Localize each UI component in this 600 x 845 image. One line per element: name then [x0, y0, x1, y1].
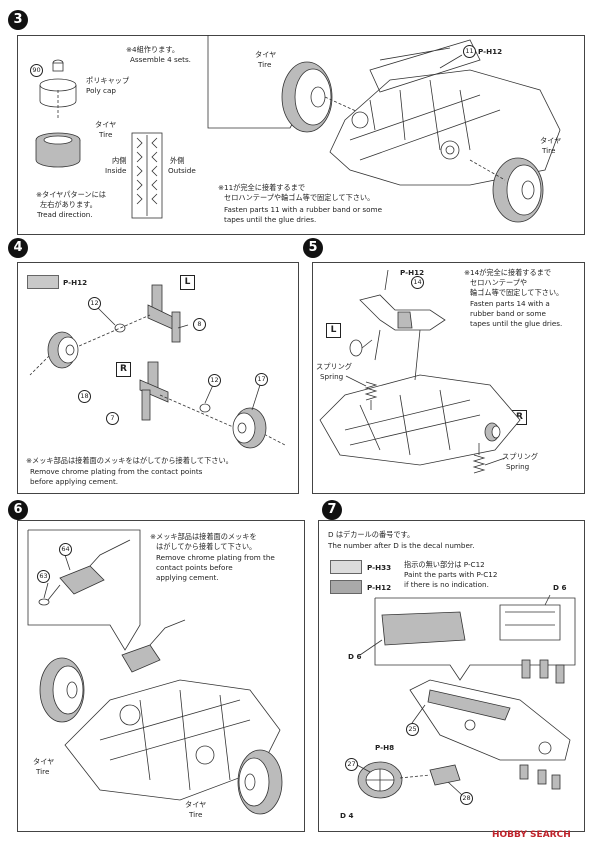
decal-6-label-lower: D 6	[348, 652, 362, 661]
fasten-note-en-1: Fasten parts 11 with a rubber band or so…	[224, 205, 382, 214]
spring-label-jp-1: スプリング	[316, 362, 352, 371]
chrome-note-jp-2-step6: はがしてから接着して下さい。	[156, 542, 257, 551]
tire-left-label-en: Tire	[258, 60, 272, 69]
fasten-note-en-1-step5: Fasten parts 14 with a	[470, 299, 550, 308]
part-17-callout: 17	[255, 373, 268, 386]
tire-label-en-step6-left: Tire	[36, 767, 50, 776]
hobby-search-watermark: HOBBY SEARCH	[492, 830, 571, 840]
spring-label-en-2: Spring	[506, 462, 530, 471]
paint-swatch-h33	[330, 560, 362, 574]
chrome-note-en-1-step4: Remove chrome plating from the contact p…	[30, 467, 203, 476]
fasten-note-jp-2: セロハンテープや輪ゴム等で固定して下さい。	[224, 193, 375, 202]
fasten-note-en-3-step5: tapes until the glue dries.	[470, 319, 563, 328]
chrome-note-en-2-step4: before applying cement.	[30, 477, 119, 486]
decal-note-jp: D はデカールの番号です。	[328, 530, 415, 539]
part-28-callout: 28	[460, 792, 473, 805]
part-27-callout: 27	[345, 758, 358, 771]
chrome-note-jp-step4: ※メッキ部品は接着面のメッキをはがしてから接着して下さい。	[26, 456, 233, 465]
tread-note-jp-2: 左右があります。	[40, 200, 97, 209]
step-number-3: 3	[8, 10, 28, 30]
assemble-sets-jp: ※4組作ります。	[126, 45, 180, 54]
part-25-callout: 25	[406, 723, 419, 736]
fasten-note-jp-3-step5: 輪ゴム等で固定して下さい。	[470, 288, 564, 297]
part-12-callout-lower: 12	[208, 374, 221, 387]
tread-note-jp-1: ※タイヤパターンには	[36, 190, 106, 199]
part-90-callout: 90	[30, 64, 43, 77]
spring-label-jp-2: スプリング	[502, 452, 538, 461]
default-paint-note-jp: 指示の無い部分は P-C12	[404, 560, 485, 569]
fasten-note-jp-2-step5: セロハンテープや	[470, 278, 528, 287]
right-side-badge-step4: R	[116, 362, 131, 377]
paint-code-h33: P-H33	[367, 563, 392, 572]
paint-swatch-h12	[330, 580, 362, 594]
inside-label-jp: 内側	[112, 156, 127, 165]
tire-left-label-jp: タイヤ	[255, 50, 277, 59]
chrome-note-en-1-step6: Remove chrome plating from the	[156, 553, 275, 562]
default-paint-note-en-1: Paint the parts with P-C12	[404, 570, 498, 579]
part-63-callout: 63	[37, 570, 50, 583]
part-18-callout: 18	[78, 390, 91, 403]
tire-right-label-en: Tire	[542, 146, 556, 155]
chrome-note-en-2-step6: contact points before	[156, 563, 233, 572]
decal-4-label: D 4	[340, 811, 354, 820]
part-7-callout: 7	[106, 412, 119, 425]
fasten-note-jp-1: ※11が完全に接着するまで	[218, 183, 306, 192]
default-paint-note-en-2: if there is no indication.	[404, 580, 489, 589]
part-11-callout: 11	[463, 45, 476, 58]
tire-label-jp-step6-right: タイヤ	[185, 800, 207, 809]
chrome-note-en-3-step6: applying cement.	[156, 573, 219, 582]
assemble-sets-en: Assemble 4 sets.	[130, 55, 191, 64]
part-14-callout: 14	[411, 276, 424, 289]
part-12-callout-upper: 12	[88, 297, 101, 310]
paint-swatch-step4	[27, 275, 59, 289]
decal-6-label-upper: D 6	[553, 583, 567, 592]
fasten-note-en-2-step5: rubber band or some	[470, 309, 546, 318]
step-number-4: 4	[8, 238, 28, 258]
step-number-5: 5	[303, 238, 323, 258]
left-side-badge-step5: L	[326, 323, 341, 338]
left-side-badge-step4: L	[180, 275, 195, 290]
watermark-text: HOBBY SEARCH	[492, 830, 571, 840]
polycap-label-jp: ポリキャップ	[86, 76, 130, 85]
outside-label-jp: 外側	[170, 156, 185, 165]
tire-label-jp-step6-left: タイヤ	[33, 757, 55, 766]
step-number-6: 6	[8, 500, 28, 520]
outside-label-en: Outside	[168, 166, 196, 175]
spring-label-en-1: Spring	[320, 372, 344, 381]
paint-code-step4: P-H12	[63, 278, 88, 287]
tread-note-en: Tread direction.	[37, 210, 93, 219]
polycap-label-en: Poly cap	[86, 86, 116, 95]
inside-label-en: Inside	[105, 166, 127, 175]
paint-code-step3: P-H12	[478, 47, 503, 56]
tire-label-en-step6-right: Tire	[189, 810, 203, 819]
tire-right-label-jp: タイヤ	[540, 136, 562, 145]
part-64-callout: 64	[59, 543, 72, 556]
chrome-note-jp-1-step6: ※メッキ部品は接着面のメッキを	[150, 532, 257, 541]
tire-label-en: Tire	[99, 130, 113, 139]
tire-label-jp: タイヤ	[95, 120, 117, 129]
paint-code-step5: P-H12	[400, 268, 425, 277]
fasten-note-jp-1-step5: ※14が完全に接着するまで	[464, 268, 552, 277]
fasten-note-en-2: tapes until the glue dries.	[224, 215, 317, 224]
decal-note-en: The number after D is the decal number.	[328, 541, 475, 550]
paint-code-h12: P-H12	[367, 583, 392, 592]
part-8-callout: 8	[193, 318, 206, 331]
paint-code-h8: P-H8	[375, 743, 395, 752]
step-number-7: 7	[322, 500, 342, 520]
